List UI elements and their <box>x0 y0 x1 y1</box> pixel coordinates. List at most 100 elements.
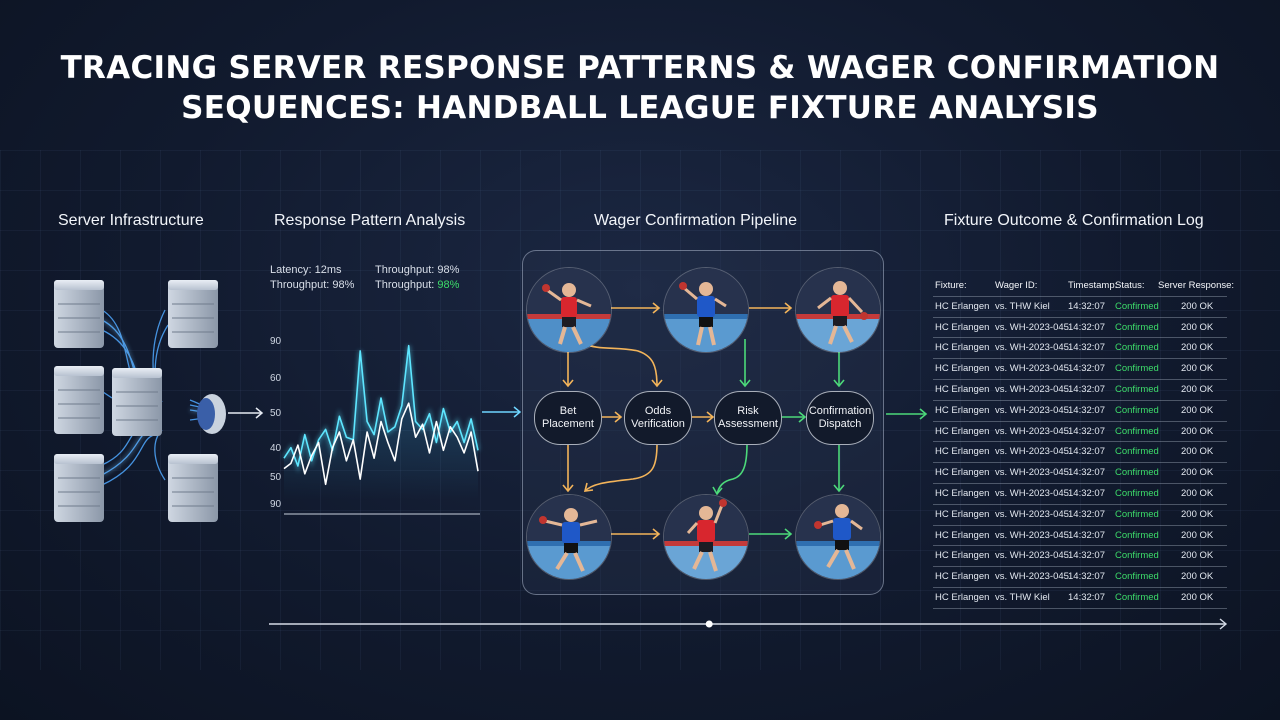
log-cell-wager-id: vs. WH-2023-045 <box>995 446 1069 458</box>
arrow-icon-bottom-3 <box>712 443 748 496</box>
section-label-fixture: Fixture Outcome & Confirmation Log <box>944 212 1204 229</box>
log-cell-timestamp: 14:32:07 <box>1068 550 1105 562</box>
arrow-icon-bottom-2 <box>583 443 658 492</box>
log-cell-response: 200 OK <box>1181 508 1214 520</box>
log-cell-wager-id: vs. WH-2023-045 <box>995 550 1069 562</box>
confirmation-log-table: Fixture: Wager ID: Timestamp: Status: Se… <box>933 276 1234 609</box>
log-cell-response: 200 OK <box>1181 467 1214 479</box>
log-cell-response: 200 OK <box>1181 321 1214 333</box>
player-photo-blue-2 <box>526 494 612 580</box>
log-cell-status: Confirmed <box>1115 425 1159 437</box>
arrow-icon-stage-1 <box>600 411 623 423</box>
log-cell-wager-id: vs. WH-2023-045 <box>995 425 1069 437</box>
section-label-response: Response Pattern Analysis <box>274 212 466 229</box>
log-cell-timestamp: 14:32:07 <box>1068 571 1105 583</box>
log-cell-fixture: HC Erlangen <box>935 550 990 562</box>
log-cell-timestamp: 14:32:07 <box>1068 404 1105 416</box>
log-cell-wager-id: vs. WH-2023-045 <box>995 383 1069 395</box>
title-line-2: SEQUENCES: HANDBALL LEAGUE FIXTURE ANALY… <box>181 90 1099 126</box>
log-cell-status: Confirmed <box>1115 342 1159 354</box>
log-cell-timestamp: 14:32:07 <box>1068 446 1105 458</box>
log-cell-fixture: HC Erlangen <box>935 467 990 479</box>
log-cell-response: 200 OK <box>1181 300 1214 312</box>
arrow-icon-top-1 <box>611 302 661 314</box>
stage-label-line1: Risk <box>737 405 759 417</box>
arrow-icon-pipeline-to-log <box>886 408 928 420</box>
log-cell-fixture: HC Erlangen <box>935 363 990 375</box>
log-cell-response: 200 OK <box>1181 487 1214 499</box>
log-cell-status: Confirmed <box>1115 404 1159 416</box>
timeline-bar <box>269 618 1228 630</box>
y-tick-label: 90 <box>270 499 282 510</box>
log-header-wager-id: Wager ID: <box>995 280 1038 291</box>
metric-throughput-1b-value: 98% <box>437 279 460 291</box>
log-cell-wager-id: vs. WH-2023-045 <box>995 342 1069 354</box>
log-cell-timestamp: 14:32:07 <box>1068 508 1105 520</box>
network-hub-icon <box>197 394 226 434</box>
arrow-icon-stage-2 <box>690 411 715 423</box>
player-photo-blue-1 <box>663 267 749 353</box>
log-header-timestamp: Timestamp: <box>1068 280 1118 291</box>
log-cell-timestamp: 14:32:07 <box>1068 321 1105 333</box>
y-tick-label: 50 <box>270 408 282 419</box>
log-cell-status: Confirmed <box>1115 467 1159 479</box>
arrow-icon-bottom-4 <box>833 444 845 493</box>
log-cell-fixture: HC Erlangen <box>935 342 990 354</box>
stage-label-line1: Confirmation <box>808 405 872 417</box>
log-cell-fixture: HC Erlangen <box>935 529 990 541</box>
arrow-icon-server-to-chart <box>228 407 264 419</box>
log-cell-response: 200 OK <box>1181 591 1214 603</box>
pipeline-flow-arrows <box>562 302 845 540</box>
log-cell-status: Confirmed <box>1115 487 1159 499</box>
log-cell-response: 200 OK <box>1181 550 1214 562</box>
log-cell-status: Confirmed <box>1115 529 1159 541</box>
log-cell-response: 200 OK <box>1181 571 1214 583</box>
section-label-server: Server Infrastructure <box>58 212 204 229</box>
stage-label-line2: Dispatch <box>818 418 862 430</box>
log-cell-response: 200 OK <box>1181 404 1214 416</box>
server-rack-icon-4 <box>112 368 162 436</box>
log-cell-status: Confirmed <box>1115 446 1159 458</box>
metric-throughput-2a: Throughput: 98% <box>270 279 355 291</box>
log-cell-wager-id: vs. WH-2023-045 <box>995 404 1069 416</box>
metric-throughput-1b: Throughput: 98% <box>375 279 459 291</box>
log-cell-fixture: HC Erlangen <box>935 571 990 583</box>
y-tick-label: 40 <box>270 443 282 454</box>
log-cell-status: Confirmed <box>1115 363 1159 375</box>
log-cell-fixture: HC Erlangen <box>935 446 990 458</box>
log-cell-status: Confirmed <box>1115 550 1159 562</box>
log-cell-fixture: HC Erlangen <box>935 487 990 499</box>
server-infrastructure-diagram <box>54 280 264 522</box>
arrow-icon-bottom-row-2 <box>749 528 793 540</box>
arrow-icon-down-1 <box>562 351 574 388</box>
server-rack-icon-3 <box>54 366 104 434</box>
log-cell-timestamp: 14:32:07 <box>1068 487 1105 499</box>
log-cell-wager-id: vs. WH-2023-045 <box>995 508 1069 520</box>
page-title: TRACING SERVER RESPONSE PATTERNS & WAGER… <box>40 48 1240 128</box>
arrow-icon-chart-to-pipeline <box>482 406 522 418</box>
y-tick-label: 50 <box>270 472 282 483</box>
log-cell-status: Confirmed <box>1115 383 1159 395</box>
server-rack-icon-2 <box>168 280 218 348</box>
arrow-icon-bottom-row-1 <box>611 528 661 540</box>
log-cell-response: 200 OK <box>1181 342 1214 354</box>
metric-throughput-1b-label: Throughput: <box>375 279 435 291</box>
series-line-white <box>283 402 479 486</box>
log-cell-response: 200 OK <box>1181 529 1214 541</box>
arrow-icon-down-4 <box>833 351 845 388</box>
metric-latency: Latency: 12ms <box>270 264 342 276</box>
server-rack-icon-1 <box>54 280 104 348</box>
log-cell-fixture: HC Erlangen <box>935 591 990 603</box>
